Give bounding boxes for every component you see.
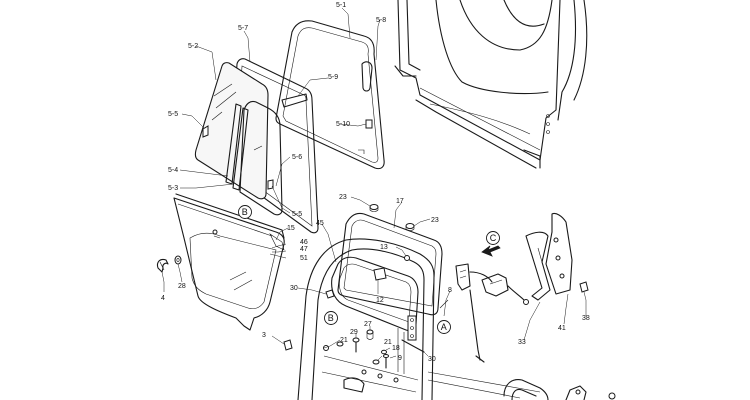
channel-5-4 <box>225 103 242 185</box>
rod-30-b <box>401 339 425 353</box>
door-frame-45 <box>297 238 541 400</box>
label-5-3: 5-3 <box>168 185 178 192</box>
callout-a: A <box>437 320 451 334</box>
washer-28 <box>174 255 182 265</box>
label-23-b: 23 <box>431 217 439 224</box>
direction-arrow-icon <box>481 245 501 257</box>
label-17: 17 <box>396 198 404 205</box>
channel-5-3 <box>232 107 249 191</box>
svg-text:C: C <box>490 233 497 243</box>
label-5-2: 5-2 <box>188 43 198 50</box>
part-labels: 5-1 5-8 5-7 5-2 5-9 5-5 5-10 5-6 5-4 5-3… <box>161 2 590 363</box>
bolt-29 <box>352 337 360 353</box>
spacer-18 <box>381 349 387 355</box>
label-5-10: 5-10 <box>336 121 350 128</box>
callout-b-lower: B <box>324 311 338 325</box>
leader-lines <box>161 7 587 361</box>
label-12: 12 <box>376 297 384 304</box>
svg-text:B: B <box>328 313 334 323</box>
cab-frame <box>394 0 588 169</box>
label-9: 9 <box>398 355 402 362</box>
lock-assembly <box>439 245 529 363</box>
hole-5-5 <box>202 125 209 138</box>
label-29: 29 <box>350 329 358 336</box>
view-callouts: B B A C <box>238 205 500 334</box>
label-5-9: 5-9 <box>328 74 338 81</box>
label-21-b: 21 <box>384 339 392 346</box>
screw-9 <box>383 354 389 369</box>
label-5-6: 5-6 <box>292 154 302 161</box>
label-8: 8 <box>448 287 452 294</box>
label-21-a: 21 <box>340 337 348 344</box>
label-45: 45 <box>316 220 324 227</box>
bolt-23-a <box>369 204 379 212</box>
door-seal-17 <box>337 212 443 316</box>
label-18: 18 <box>392 345 400 352</box>
nut-30-a <box>325 289 335 299</box>
door-window-assembly <box>194 20 385 234</box>
label-46: 46 <box>300 239 308 246</box>
label-47: 47 <box>300 246 308 253</box>
bracket-12 <box>373 267 387 281</box>
bracket-33 <box>525 231 551 301</box>
label-15: 15 <box>287 225 295 232</box>
label-23-a: 23 <box>339 194 347 201</box>
label-13: 13 <box>380 244 388 251</box>
glass-panel-15 <box>173 193 285 331</box>
bracket-41 <box>545 212 573 295</box>
label-3: 3 <box>262 332 266 339</box>
label-5-5-a: 5-5 <box>168 111 178 118</box>
hole-5-5-b <box>267 179 274 190</box>
label-33: 33 <box>518 339 526 346</box>
label-5-5-b: 5-5 <box>292 211 302 218</box>
label-30-a: 30 <box>290 285 298 292</box>
catch-5-10 <box>365 119 373 129</box>
label-30-b: 30 <box>428 356 436 363</box>
nut-3 <box>283 339 293 351</box>
label-5-1: 5-1 <box>336 2 346 9</box>
label-28: 28 <box>178 283 186 290</box>
sash-5-6 <box>239 100 283 216</box>
svg-text:B: B <box>242 207 248 217</box>
svg-text:A: A <box>441 322 447 332</box>
bolt-23-b <box>405 223 415 231</box>
label-41: 41 <box>558 325 566 332</box>
bushing-27 <box>366 329 374 340</box>
latch-strip-5-8 <box>361 61 373 92</box>
nut-38 <box>579 281 589 293</box>
window-frame-5-1 <box>275 20 385 170</box>
label-4: 4 <box>161 295 165 302</box>
clip-4 <box>156 258 169 273</box>
pin-13 <box>404 255 410 261</box>
washer-21 <box>336 341 380 365</box>
label-5-8: 5-8 <box>376 17 386 24</box>
handle-bottom <box>503 379 616 400</box>
label-27: 27 <box>364 321 372 328</box>
glass-panel-5-2 <box>194 62 269 200</box>
callout-b-upper: B <box>238 205 252 219</box>
label-51: 51 <box>300 255 308 262</box>
label-5-7: 5-7 <box>238 25 248 32</box>
label-5-4: 5-4 <box>168 167 178 174</box>
label-38: 38 <box>582 315 590 322</box>
callout-c: C <box>486 231 500 245</box>
